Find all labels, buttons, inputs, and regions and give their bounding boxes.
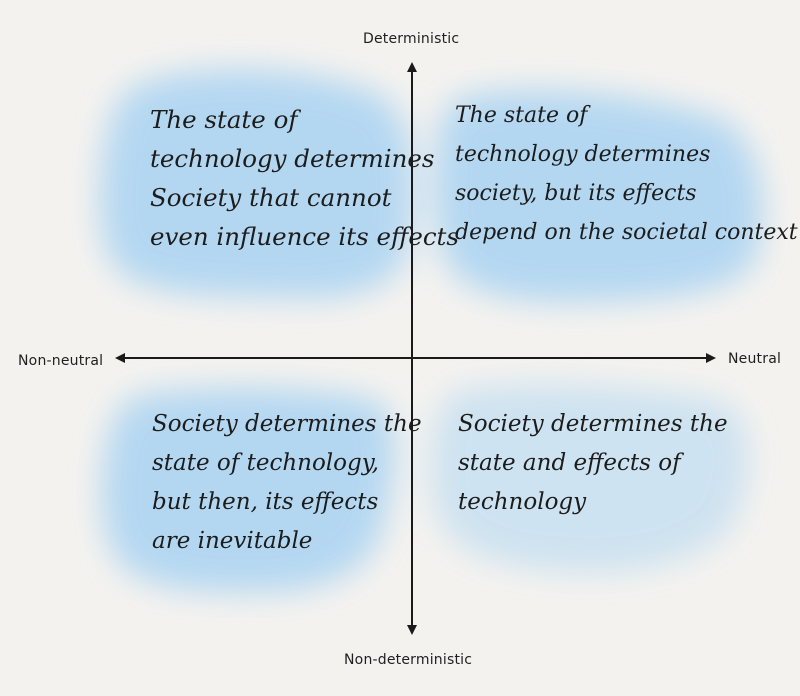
axis-label-left: Non-neutral (18, 353, 104, 369)
cloud-bottom-left (101, 388, 395, 593)
axis-label-bottom: Non-deterministic (344, 652, 473, 668)
cloud-top-left (99, 69, 414, 299)
quadrant-top-left-text: The state of technology determines Socie… (150, 105, 459, 251)
quadrant-top-right-text: The state of technology determines socie… (455, 103, 798, 245)
cloud-top-right (433, 89, 763, 303)
axis-label-right: Neutral (728, 351, 782, 367)
cloud-bottom-right (430, 384, 749, 573)
axis-label-top: Deterministic (363, 31, 460, 47)
quadrant-bottom-left-text: Society determines the state of technolo… (152, 411, 422, 554)
quadrant-bottom-right-text: Society determines the state and effects… (458, 411, 728, 515)
